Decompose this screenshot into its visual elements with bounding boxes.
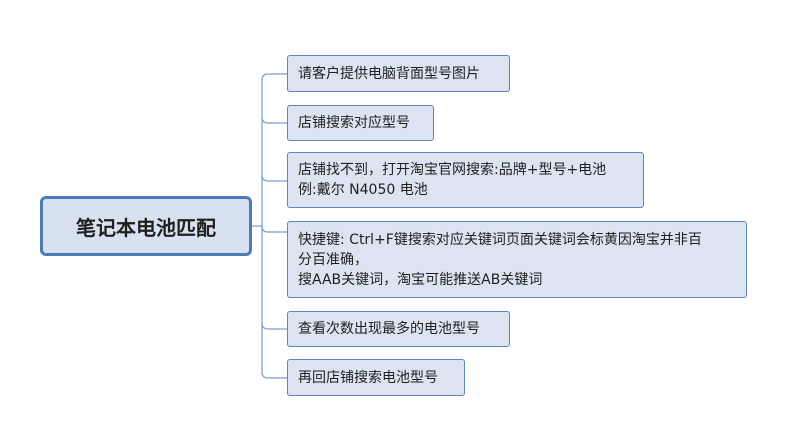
branch-topic-3[interactable]: 店铺找不到，打开淘宝官网搜索:品牌+型号+电池 例:戴尔 N4050 电池 bbox=[287, 152, 644, 208]
branch-4-line-3: 搜AAB关键词，淘宝可能推送AB关键词 bbox=[298, 271, 543, 288]
branch-topic-5[interactable]: 查看次数出现最多的电池型号 bbox=[287, 311, 510, 347]
branch-topic-1[interactable]: 请客户提供电脑背面型号图片 bbox=[287, 55, 510, 92]
branch-topic-4[interactable]: 快捷键: Ctrl+F键搜索对应关键词页面关键词会标黄因淘宝并非百 分百准确， … bbox=[287, 221, 747, 298]
branch-5-line-1: 查看次数出现最多的电池型号 bbox=[298, 321, 480, 337]
branch-topic-2[interactable]: 店铺搜索对应型号 bbox=[287, 105, 434, 141]
branch-4-line-2: 分百准确， bbox=[298, 251, 368, 268]
branch-3-line-2: 例:戴尔 N4050 电池 bbox=[298, 182, 428, 198]
branch-4-line-1: 快捷键: Ctrl+F键搜索对应关键词页面关键词会标黄因淘宝并非百 bbox=[298, 231, 702, 248]
connector-branch-5 bbox=[261, 322, 287, 330]
branch-3-line-1: 店铺找不到，打开淘宝官网搜索:品牌+型号+电池 bbox=[298, 162, 607, 178]
connector-branch-4 bbox=[261, 225, 287, 233]
branch-2-line-1: 店铺搜索对应型号 bbox=[298, 115, 410, 131]
branch-1-line-1: 请客户提供电脑背面型号图片 bbox=[298, 65, 480, 82]
connector-branch-3 bbox=[261, 174, 287, 182]
connector-branch-2 bbox=[261, 116, 287, 124]
root-topic-label: 笔记本电池匹配 bbox=[76, 215, 216, 240]
branch-6-line-1: 再回店铺搜索电池型号 bbox=[298, 369, 438, 386]
branch-topic-6[interactable]: 再回店铺搜索电池型号 bbox=[287, 359, 465, 396]
root-topic[interactable]: 笔记本电池匹配 bbox=[40, 196, 252, 256]
